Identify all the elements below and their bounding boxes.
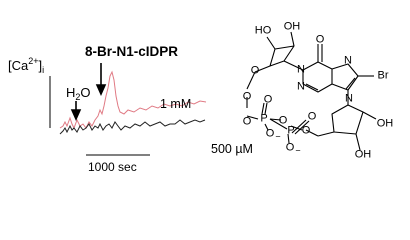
atom-label: O	[285, 141, 295, 154]
figure-graphics	[49, 31, 377, 156]
compound-label: 8-Br-N1-cIDPR	[85, 44, 179, 59]
atom-label: N	[297, 80, 305, 93]
atom-label: N	[345, 92, 353, 105]
atom-label: O	[301, 124, 311, 137]
atom-label: O	[265, 127, 275, 140]
atom-label: N	[344, 54, 352, 67]
atom-label: OH	[376, 117, 394, 130]
atom-label: O	[242, 90, 252, 103]
atom-label: P	[260, 112, 268, 125]
atom-label: N	[297, 63, 305, 76]
structure-bonds	[246, 31, 377, 151]
charge-label: −	[295, 145, 301, 156]
atom-label: O	[307, 110, 317, 123]
atom-label: OH	[283, 20, 301, 33]
concentration-500um-label: 500 µM	[211, 142, 253, 156]
atom-label: OH	[354, 148, 372, 161]
y-axis-label: [Ca2+]i	[8, 56, 45, 75]
water-label: H2O	[66, 85, 91, 102]
figure: [Ca2+]i 8-Br-N1-cIDPR H2O 1 mM 500 µM 10…	[8, 20, 394, 174]
trace-1mm	[59, 70, 207, 130]
atom-label: O	[263, 93, 273, 106]
atom-label: O	[242, 115, 252, 128]
atom-label: P	[287, 124, 295, 137]
atom-label: O	[278, 114, 288, 127]
trace-500um	[59, 119, 206, 135]
time-scale-label: 1000 sec	[88, 160, 137, 174]
charge-label: −	[275, 131, 281, 142]
atom-label: HO	[254, 24, 272, 37]
compound-arrow	[95, 63, 107, 96]
water-arrow	[70, 101, 82, 121]
atom-label: Br	[377, 69, 389, 82]
concentration-1mm-label: 1 mM	[160, 97, 192, 111]
atom-label: O	[250, 64, 260, 77]
atom-label: O	[315, 33, 325, 46]
